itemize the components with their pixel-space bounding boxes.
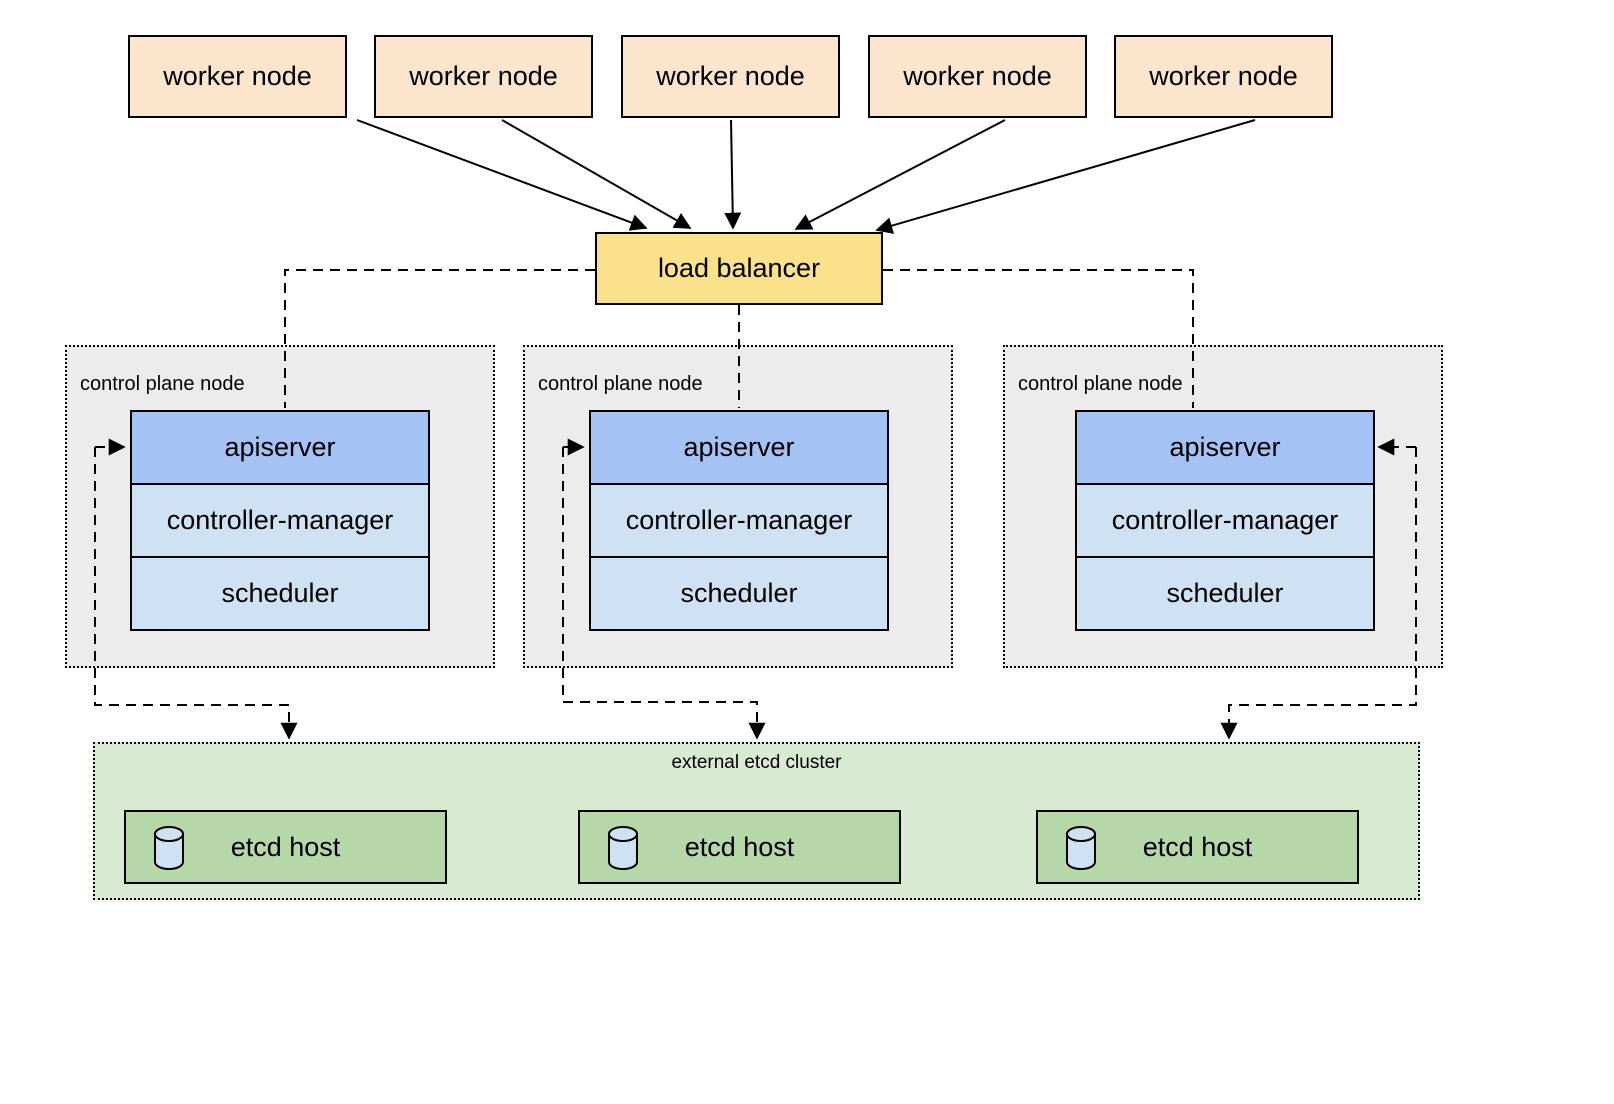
- worker-node-box-3: worker node: [621, 35, 840, 118]
- etcd-host-box-1: etcd host: [124, 810, 447, 884]
- load-balancer-box: load balancer: [595, 232, 883, 305]
- scheduler-label: scheduler: [680, 578, 798, 608]
- controller-manager-box: controller-manager: [1075, 483, 1375, 558]
- scheduler-box: scheduler: [1075, 556, 1375, 631]
- scheduler-box: scheduler: [589, 556, 889, 631]
- arrow-worker4-to-loadbalancer: [794, 119, 1006, 230]
- worker-node-label: worker node: [163, 61, 312, 91]
- scheduler-label: scheduler: [1166, 578, 1284, 608]
- database-cylinder-icon: [154, 826, 184, 870]
- apiserver-box: apiserver: [589, 410, 889, 485]
- apiserver-label: apiserver: [1169, 432, 1281, 462]
- database-cylinder-icon: [608, 826, 638, 870]
- control-plane-stack: apiserver controller-manager scheduler: [589, 410, 889, 631]
- controller-manager-box: controller-manager: [589, 483, 889, 558]
- control-plane-stack: apiserver controller-manager scheduler: [130, 410, 430, 631]
- controller-manager-label: controller-manager: [625, 505, 853, 535]
- worker-node-label: worker node: [409, 61, 558, 91]
- control-plane-node-2: control plane node apiserver controller-…: [523, 345, 953, 668]
- control-plane-node-title: control plane node: [538, 373, 703, 395]
- scheduler-box: scheduler: [130, 556, 430, 631]
- apiserver-box: apiserver: [130, 410, 430, 485]
- controller-manager-label: controller-manager: [166, 505, 394, 535]
- etcd-host-label: etcd host: [684, 831, 795, 862]
- etcd-host-box-2: etcd host: [578, 810, 901, 884]
- arrow-worker5-to-loadbalancer: [875, 119, 1256, 234]
- scheduler-label: scheduler: [221, 578, 339, 608]
- arrow-worker2-to-loadbalancer: [501, 119, 692, 229]
- control-plane-node-title: control plane node: [80, 373, 245, 395]
- worker-node-box-2: worker node: [374, 35, 593, 118]
- load-balancer-label: load balancer: [657, 253, 821, 283]
- control-plane-node-3: control plane node apiserver controller-…: [1003, 345, 1443, 668]
- worker-node-box-5: worker node: [1114, 35, 1333, 118]
- database-cylinder-icon: [1066, 826, 1096, 870]
- worker-node-label: worker node: [656, 61, 805, 91]
- arrow-worker1-to-loadbalancer: [356, 119, 648, 231]
- etcd-host-label: etcd host: [230, 831, 341, 862]
- etcd-host-label: etcd host: [1142, 831, 1253, 862]
- arrow-worker3-to-loadbalancer: [724, 119, 742, 230]
- etcd-cluster-title: external etcd cluster: [671, 752, 842, 773]
- controller-manager-box: controller-manager: [130, 483, 430, 558]
- control-plane-stack: apiserver controller-manager scheduler: [1075, 410, 1375, 631]
- worker-node-label: worker node: [1149, 61, 1298, 91]
- apiserver-label: apiserver: [224, 432, 336, 462]
- worker-node-box-4: worker node: [868, 35, 1087, 118]
- worker-node-box-1: worker node: [128, 35, 347, 118]
- external-etcd-cluster: external etcd cluster etcd host etcd hos…: [93, 742, 1420, 900]
- worker-node-label: worker node: [903, 61, 1052, 91]
- apiserver-label: apiserver: [683, 432, 795, 462]
- control-plane-node-title: control plane node: [1018, 373, 1183, 395]
- control-plane-node-1: control plane node apiserver controller-…: [65, 345, 495, 668]
- etcd-host-box-3: etcd host: [1036, 810, 1359, 884]
- apiserver-box: apiserver: [1075, 410, 1375, 485]
- controller-manager-label: controller-manager: [1111, 505, 1339, 535]
